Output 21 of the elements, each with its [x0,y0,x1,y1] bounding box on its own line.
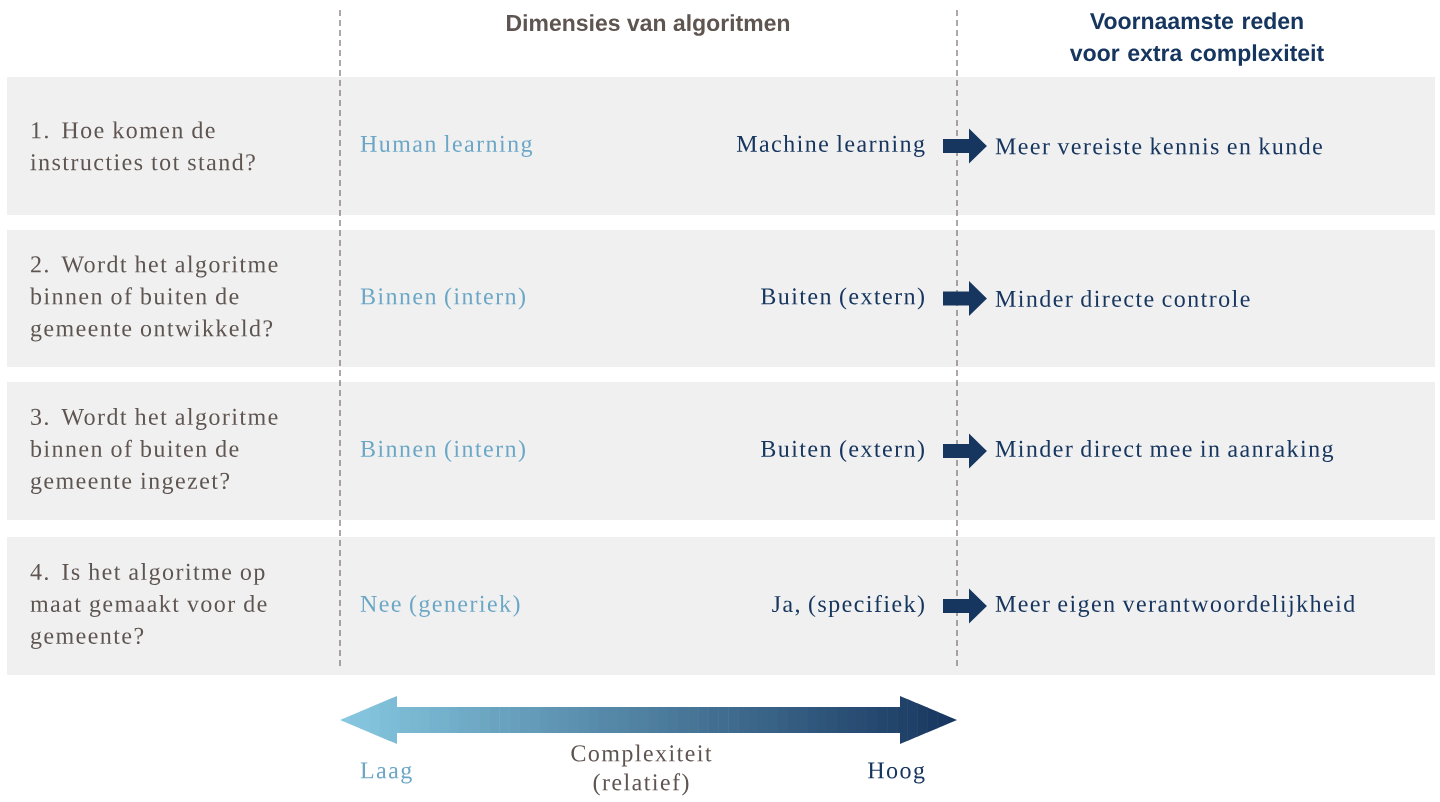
question-text: 4. Is het algoritme op maat gemaakt voor de gemeente? [30,563,267,649]
question-text: 2. Wordt het algoritme binnen of buiten de gemeente ontwikkeld? [30,255,278,342]
low-value-text: Binnen (intern) [360,440,525,462]
column-heading: Dimensies van algoritmen [507,14,790,36]
axis-title: Complexiteit (relatief) [571,744,712,796]
scale-label: Hoog [868,762,925,784]
high-value-text: Machine learning [736,135,925,157]
reason-text: Minder directe controle [995,290,1250,307]
reason-text: Meer vereiste kennis en kunde [995,137,1322,155]
question-text: 1. Hoe komen de instructies tot stand? [30,121,255,171]
high-value-text: Ja, (specifiek) [772,595,924,617]
low-value-text: Nee (generiek) [360,595,520,617]
reason-text: Minder direct mee in aanraking [995,440,1334,462]
high-value-text: Buiten (extern) [761,287,924,310]
low-value-text: Binnen (intern) [360,287,525,310]
scale-label: Laag [360,762,412,784]
low-value-text: Human learning [360,135,533,157]
question-text: 3. Wordt het algoritme binnen of buiten de gemeente ingezet? [30,408,278,494]
column-heading: Voornaamste reden voor extra complexiteit [1069,12,1324,66]
reason-text: Meer eigen verantwoordelijkheid [995,595,1355,617]
high-value-text: Buiten (extern) [761,440,924,462]
